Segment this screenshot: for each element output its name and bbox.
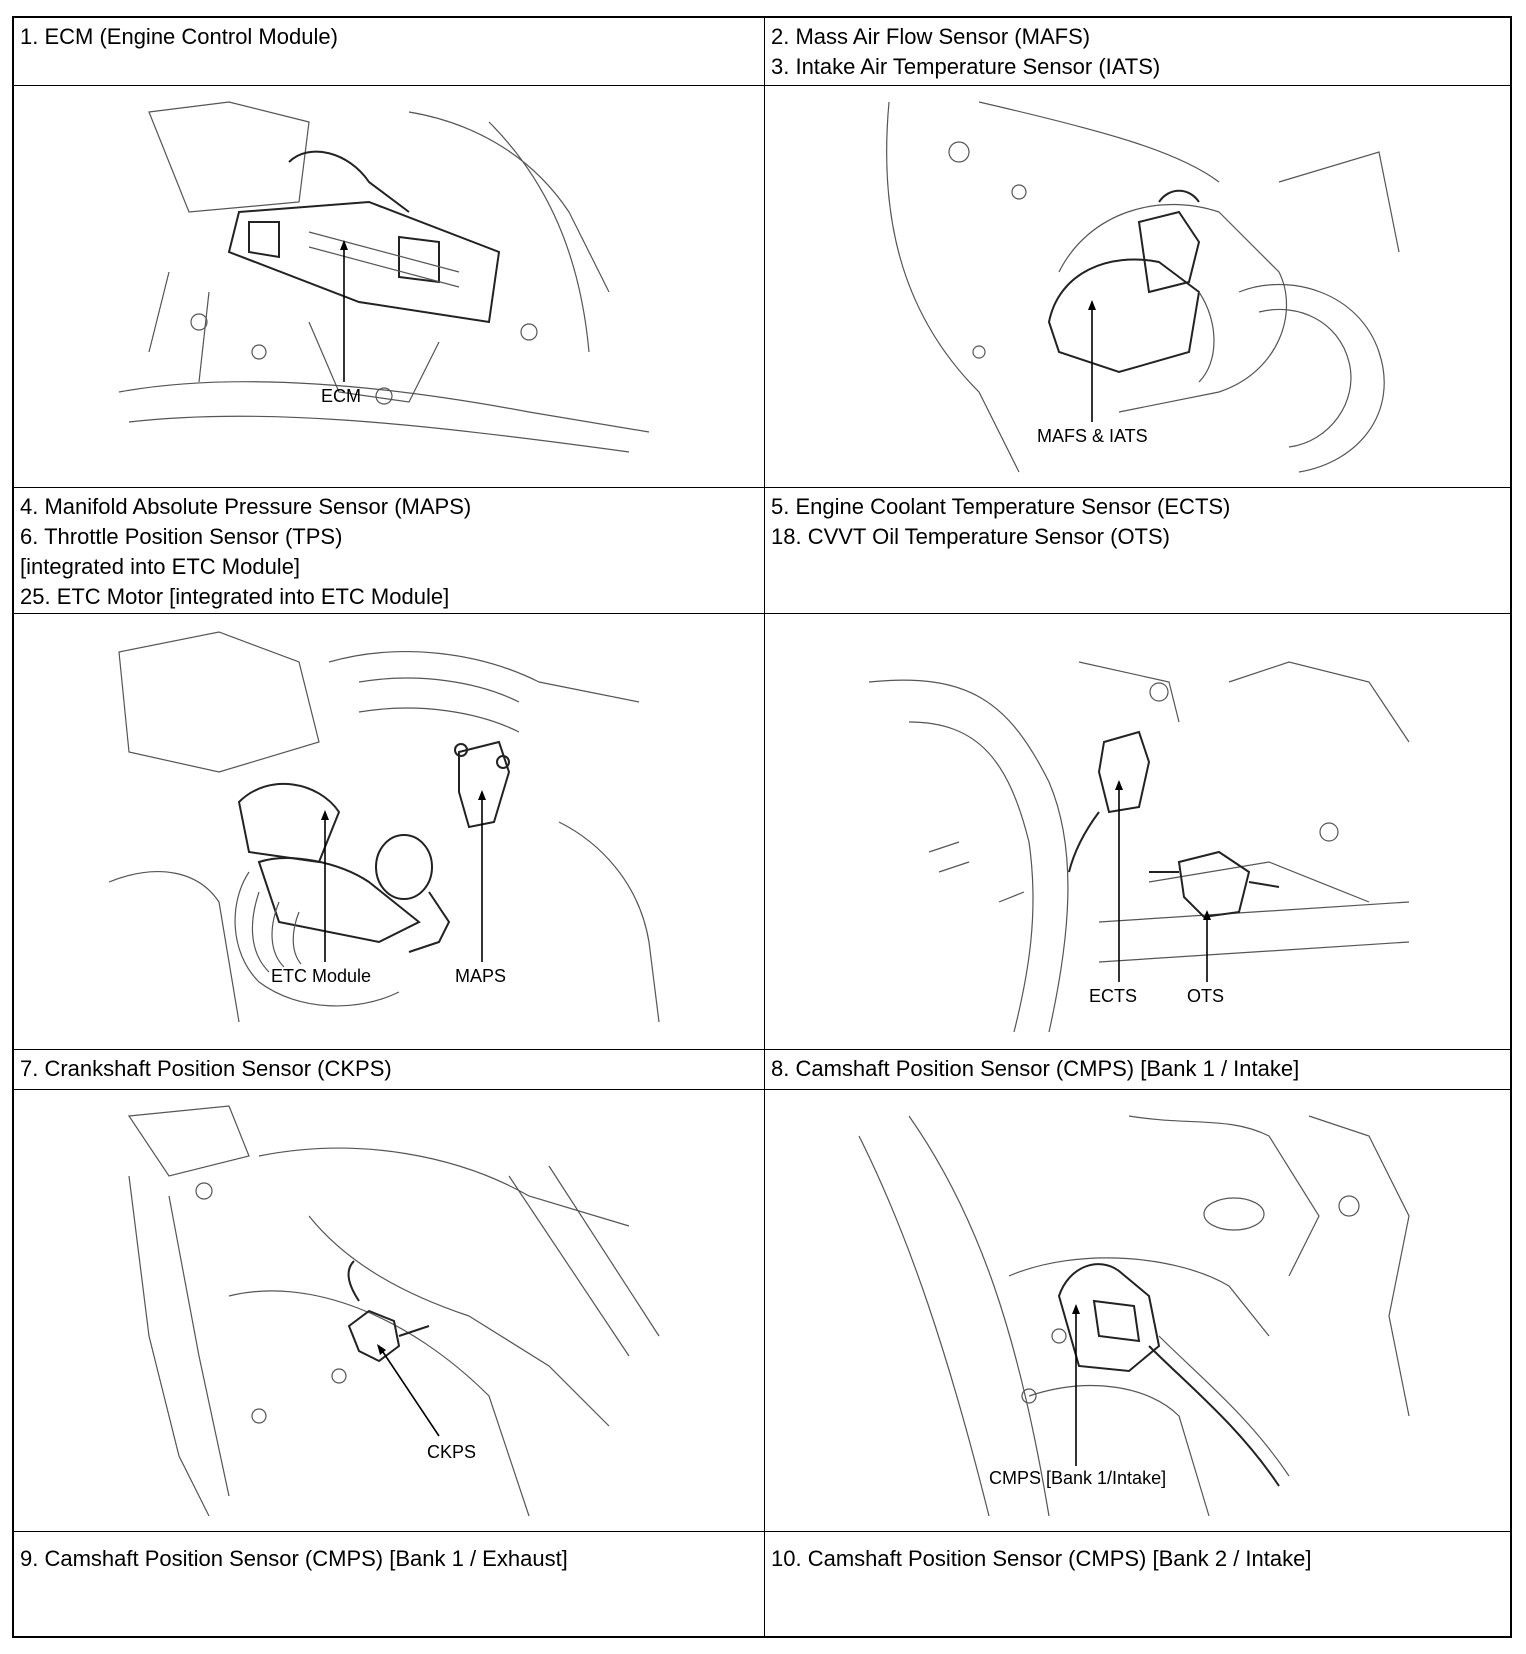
cmps-b1-intake-illustration: CMPS [Bank 1/Intake]	[857, 1114, 1410, 1516]
caption-row-1: 1. ECM (Engine Control Module) 2. Mass A…	[14, 18, 1510, 86]
callout-ects: ECTS	[1089, 986, 1137, 1006]
caption-row-3: 7. Crankshaft Position Sensor (CKPS) 8. …	[14, 1050, 1510, 1090]
caption-line: 5. Engine Coolant Temperature Sensor (EC…	[771, 494, 1231, 519]
figure-ckps: CKPS	[14, 1090, 765, 1531]
figure-cmps-b1-intake: CMPS [Bank 1/Intake]	[765, 1090, 1512, 1531]
sensor-location-table: 1. ECM (Engine Control Module) 2. Mass A…	[12, 16, 1512, 1638]
figure-row-2: ETC Module MAPS	[14, 614, 1510, 1050]
caption-row-2: 4. Manifold Absolute Pressure Sensor (MA…	[14, 488, 1510, 614]
caption-line: 2. Mass Air Flow Sensor (MAFS)	[771, 24, 1091, 49]
callout-ots: OTS	[1187, 986, 1224, 1006]
callout-cmps-b1-intake: CMPS [Bank 1/Intake]	[989, 1468, 1166, 1488]
figure-row-1: ECM MAFS & IATS	[14, 86, 1510, 488]
caption-mafs-iats: 2. Mass Air Flow Sensor (MAFS) 3. Intake…	[765, 18, 1512, 85]
caption-line: 25. ETC Motor [integrated into ETC Modul…	[20, 584, 450, 609]
caption-line: [integrated into ETC Module]	[20, 554, 301, 579]
figure-etc-maps: ETC Module MAPS	[14, 614, 765, 1049]
figure-ecm: ECM	[14, 86, 765, 487]
caption-cmps-b1-exhaust: 9. Camshaft Position Sensor (CMPS) [Bank…	[14, 1532, 765, 1636]
ecm-illustration: ECM	[118, 100, 650, 453]
caption-line: 8. Camshaft Position Sensor (CMPS) [Bank…	[771, 1056, 1300, 1081]
callout-maps: MAPS	[455, 966, 506, 986]
caption-row-4: 9. Camshaft Position Sensor (CMPS) [Bank…	[14, 1532, 1510, 1636]
caption-line: 3. Intake Air Temperature Sensor (IATS)	[771, 54, 1161, 79]
caption-line: 7. Crankshaft Position Sensor (CKPS)	[20, 1056, 392, 1081]
caption-ects-ots: 5. Engine Coolant Temperature Sensor (EC…	[765, 488, 1512, 613]
caption-line: 10. Camshaft Position Sensor (CMPS) [Ban…	[771, 1546, 1312, 1571]
figure-mafs-iats: MAFS & IATS	[765, 86, 1512, 487]
figure-row-3: CKPS CMPS [Bank 1/Intake	[14, 1090, 1510, 1532]
caption-ecm: 1. ECM (Engine Control Module)	[14, 18, 765, 85]
callout-ckps: CKPS	[427, 1442, 476, 1462]
callout-ecm: ECM	[321, 386, 361, 406]
caption-line: 9. Camshaft Position Sensor (CMPS) [Bank…	[20, 1546, 568, 1571]
caption-cmps-b1-intake: 8. Camshaft Position Sensor (CMPS) [Bank…	[765, 1050, 1512, 1089]
callout-etc-module: ETC Module	[271, 966, 371, 986]
caption-line: 1. ECM (Engine Control Module)	[20, 24, 338, 49]
etc-maps-illustration: ETC Module MAPS	[108, 630, 660, 1022]
ckps-illustration: CKPS	[127, 1104, 660, 1516]
caption-maps-tps-etc: 4. Manifold Absolute Pressure Sensor (MA…	[14, 488, 765, 613]
mafs-illustration: MAFS & IATS	[885, 100, 1400, 473]
ects-ots-illustration: ECTS OTS	[868, 660, 1409, 1032]
callout-mafs-iats: MAFS & IATS	[1037, 426, 1148, 446]
caption-line: 18. CVVT Oil Temperature Sensor (OTS)	[771, 524, 1170, 549]
caption-line: 4. Manifold Absolute Pressure Sensor (MA…	[20, 494, 472, 519]
caption-ckps: 7. Crankshaft Position Sensor (CKPS)	[14, 1050, 765, 1089]
caption-cmps-b2-intake: 10. Camshaft Position Sensor (CMPS) [Ban…	[765, 1532, 1512, 1636]
figure-ects-ots: ECTS OTS	[765, 614, 1512, 1049]
caption-line: 6. Throttle Position Sensor (TPS)	[20, 524, 343, 549]
